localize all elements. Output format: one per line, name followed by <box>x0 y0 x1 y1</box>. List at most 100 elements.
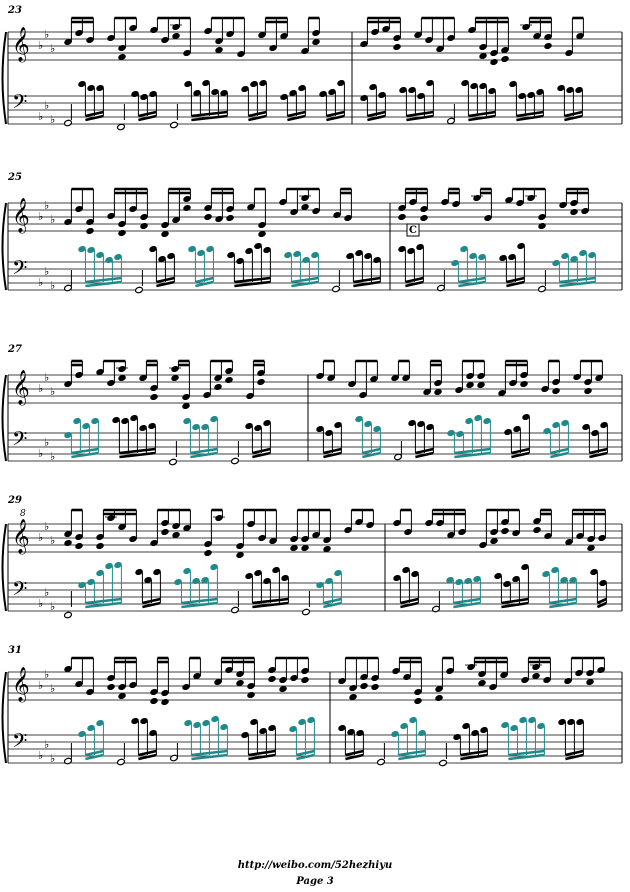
note-beam <box>511 447 530 455</box>
notehead <box>210 415 218 423</box>
note-beam <box>85 114 104 122</box>
treble-note-group <box>520 16 552 50</box>
chord-notehead <box>501 527 509 535</box>
bass-note-group <box>446 79 496 125</box>
notehead <box>416 243 424 251</box>
half-notehead <box>331 285 341 293</box>
treble-note-group <box>498 359 528 397</box>
chord-notehead <box>435 694 443 702</box>
note-beam <box>596 597 607 605</box>
notehead <box>328 88 336 96</box>
notehead <box>202 79 210 87</box>
chord-notehead <box>226 214 234 222</box>
note-beam <box>326 114 345 122</box>
notehead <box>509 80 517 88</box>
note-beam <box>362 447 381 455</box>
note-beam <box>398 749 426 757</box>
notehead <box>131 90 139 98</box>
note-beam <box>511 451 530 459</box>
notehead <box>417 420 425 428</box>
bass-clef: 𝄢 <box>12 577 27 605</box>
chord-notehead <box>215 46 223 54</box>
highlighted-bass-note-group <box>188 245 214 288</box>
chord-notehead <box>520 380 528 388</box>
chord-notehead <box>301 203 309 211</box>
notehead <box>206 245 214 253</box>
notehead <box>227 251 235 259</box>
notehead <box>211 88 219 96</box>
notehead <box>250 718 258 726</box>
treble-note-group <box>391 359 410 382</box>
chord-notehead <box>490 537 498 545</box>
notehead <box>426 423 434 431</box>
flat-key-signature: ♭ <box>44 28 49 41</box>
treble-note-group <box>182 656 201 691</box>
notehead <box>378 91 386 99</box>
treble-note-group <box>521 656 551 684</box>
treble-note-group <box>96 359 128 387</box>
notehead <box>501 721 509 729</box>
bass-note-group <box>280 84 306 122</box>
notehead <box>480 726 488 734</box>
footer-page-number: Page 3 <box>296 876 334 887</box>
bass-note-group <box>509 80 544 122</box>
flat-key-signature: ♭ <box>50 534 55 547</box>
treble-note-group <box>204 187 234 223</box>
chord-notehead <box>161 230 169 238</box>
chord-notehead <box>258 230 266 238</box>
notehead <box>184 719 192 727</box>
treble-note-group <box>423 359 442 396</box>
notehead <box>210 563 218 571</box>
notehead <box>241 85 249 93</box>
notehead <box>202 719 210 727</box>
flat-key-signature: ♭ <box>50 42 55 55</box>
bass-note-group <box>316 421 342 459</box>
note-beam <box>454 447 491 455</box>
note-beam <box>508 749 545 757</box>
bass-note-group <box>360 83 386 122</box>
measure-number: 27 <box>7 344 22 355</box>
flat-key-signature: ♭ <box>44 738 49 751</box>
chord-notehead <box>290 544 298 552</box>
note-beam <box>362 451 381 459</box>
chord-notehead <box>532 672 540 680</box>
notehead <box>268 724 276 732</box>
treble-note-group <box>64 359 83 388</box>
notehead <box>510 724 518 732</box>
notehead <box>298 718 306 726</box>
note-beam <box>549 601 577 609</box>
note-beam <box>234 280 271 288</box>
notehead <box>140 93 148 101</box>
notehead <box>64 431 72 439</box>
treble-staff <box>8 31 622 61</box>
bass-note-group <box>393 566 419 609</box>
note-beam <box>248 753 276 761</box>
treble-note-group <box>204 508 225 557</box>
notehead <box>140 717 148 725</box>
note-beam <box>326 110 345 118</box>
note-beam <box>453 601 481 609</box>
notehead <box>364 420 372 428</box>
note-beam <box>596 601 607 609</box>
bass-note-group <box>399 79 434 122</box>
treble-note-group <box>393 508 412 536</box>
chord-notehead <box>140 222 148 230</box>
chord-notehead <box>118 53 126 61</box>
chord-notehead <box>118 692 126 700</box>
notehead <box>316 425 324 433</box>
notehead <box>184 80 192 88</box>
chord-notehead <box>236 551 244 559</box>
notehead <box>236 257 244 265</box>
note-beam <box>508 753 545 761</box>
chord-notehead <box>204 213 212 221</box>
chord-notehead <box>584 387 592 395</box>
note-beam <box>398 753 426 761</box>
chord-notehead <box>478 679 486 687</box>
notehead <box>254 424 262 432</box>
chord-notehead <box>501 55 509 63</box>
bass-note-group <box>590 568 607 609</box>
notehead <box>521 563 529 571</box>
bass-note-group <box>438 722 488 767</box>
notehead <box>311 251 319 259</box>
treble-note-group <box>150 508 191 547</box>
